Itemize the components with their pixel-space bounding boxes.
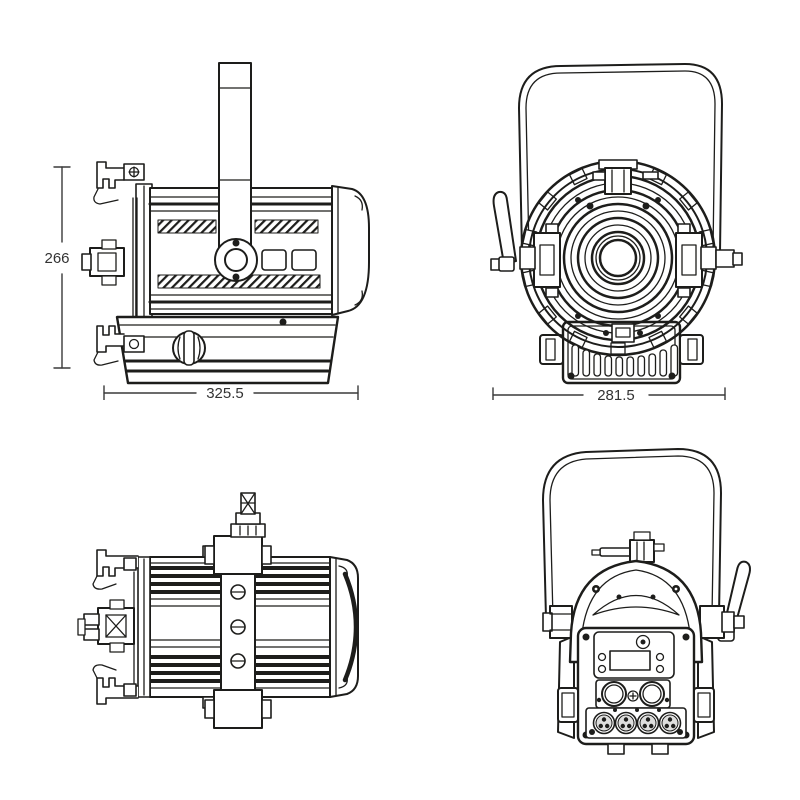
vent-hatch-right [254,219,319,234]
barn-door-clip-bottom [93,325,145,366]
yoke-screw-1 [230,584,246,600]
barn-door-clip-bottom-left [92,664,139,705]
dimension-width-label: 325.5 [206,385,244,400]
lens-bottom-bracket [603,323,643,343]
xlr-connector-4 [658,711,682,735]
yoke-screw-2 [230,619,246,635]
front-plate-top [133,556,151,698]
yoke-hub-right [699,605,745,639]
foot-right [679,334,704,365]
xlr-connector-3 [636,711,660,735]
foot-left [557,687,579,723]
side-label-plate-1 [261,249,287,271]
dimension-width-label: 281.5 [597,387,635,400]
xlr-connector-2 [614,711,638,735]
focus-knob [172,330,206,366]
yoke-crossbar [204,535,272,729]
display-panel [593,631,675,679]
front-view-drawing: 281.5 [490,63,743,400]
top-clamp [591,531,665,563]
base-housing [115,315,340,385]
yoke-pivot-knob [214,238,258,282]
rear-view-drawing [542,448,751,755]
foot-left [539,334,564,365]
dimension-height-label: 266 [44,250,69,267]
accessory-latch-top [77,599,135,653]
rear-cap-top [329,556,359,698]
menu-knob [635,634,651,650]
bottom-tab-left [607,743,625,755]
down-button [597,664,607,674]
barn-door-clip-top [93,161,145,205]
dimension-width: 281.5 [492,387,726,400]
tilt-lock-handle [490,190,517,272]
yoke-hub-left [542,605,573,639]
dimension-height: 266 [44,166,71,369]
foot-right [693,687,715,723]
up-button [655,652,665,662]
side-view-drawing: 266 325.5 [44,62,370,400]
yoke-hub-left [519,223,561,298]
power-connector-panel [595,679,671,709]
enter-button [655,664,665,674]
barn-door-clip-top-left [92,549,139,590]
mounting-spigot [230,492,266,538]
control-panel [576,626,696,746]
vent-slots [567,344,679,380]
yoke-arm [218,62,252,250]
dimension-width: 325.5 [103,385,359,400]
menu-button [597,652,607,662]
yoke-hub-right [675,223,743,298]
yoke [518,63,723,253]
top-clamp [586,159,659,210]
rear-cap [331,185,370,316]
vent-hatch-left [157,219,217,234]
power-in-connector [601,681,627,707]
bottom-tab-right [651,743,669,755]
yoke [542,448,722,619]
xlr-connector-1 [592,711,616,735]
xlr-connector-row [585,707,687,739]
power-out-connector [639,681,665,707]
top-view-drawing [77,492,359,729]
lcd-display [609,650,651,671]
accessory-latch [81,239,125,286]
yoke-screw-3 [230,653,246,669]
side-label-plate-2 [291,249,317,271]
